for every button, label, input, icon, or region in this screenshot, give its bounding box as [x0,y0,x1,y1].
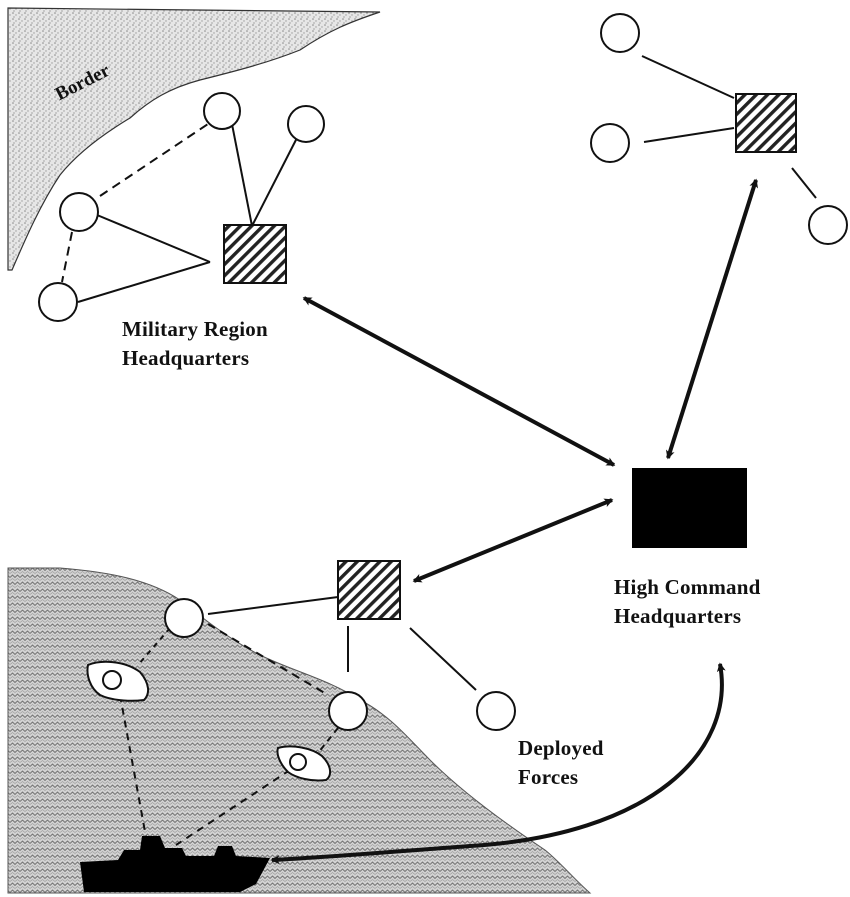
link-tr-hq-to-node [643,127,735,143]
deployed-forces-label-line2: Forces [518,765,579,789]
patrol-boat-icon [86,660,150,702]
military-region-hq-label: Military Region Headquarters [122,315,268,373]
dashed-link [99,123,209,197]
high-command-hq-label: High Command Headquarters [614,573,761,631]
unit-node [600,13,640,53]
unit-node [476,691,516,731]
link-dep-hq-to-node [207,596,339,615]
high-command-hq-square [632,468,747,548]
link-dep-hq-to-node [409,627,477,691]
unit-node [38,282,78,322]
link-mr-hq-to-node [229,113,253,227]
link-tr-hq-to-node [791,167,817,199]
deployed-hq-square [337,560,401,620]
dashed-link [175,769,291,846]
unit-node [59,192,99,232]
regional-hq-square [735,93,797,153]
military-region-label-line2: Headquarters [122,346,250,370]
link-mr-hq-to-node [251,131,301,227]
military-region-label-line1: Military Region [122,317,268,341]
warship-icon [80,836,270,892]
high-command-label-line2: Headquarters [614,604,742,628]
unit-node [808,205,848,245]
dashed-link [137,627,171,666]
command-link-arrow [412,498,614,583]
deployed-forces-label: Deployed Forces [518,734,604,792]
military-region-hq-square [223,224,287,284]
border-land-region [7,7,381,271]
dashed-link [61,231,73,283]
unit-node [164,598,204,638]
link-tr-hq-to-node [641,55,735,99]
unit-node [328,691,368,731]
unit-node [287,105,325,143]
link-mr-hq-to-node [96,214,211,263]
unit-node [590,123,630,163]
command-link-arrow [665,178,759,460]
command-link-arrow [302,296,616,467]
unit-node [203,92,241,130]
link-mr-hq-to-node [77,261,211,303]
high-command-label-line1: High Command [614,575,761,599]
deployed-forces-label-line1: Deployed [518,736,604,760]
command-link-arrow [270,662,726,865]
